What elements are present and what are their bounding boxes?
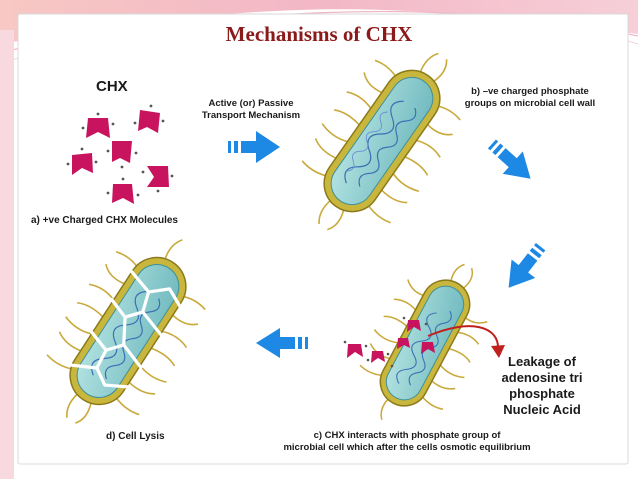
transport-label-line: Active (or) Passive — [208, 98, 294, 109]
step-b-label: b) –ve charged phosphate groups on micro… — [454, 86, 606, 110]
step-a-label: a) +ve Charged CHX Molecules — [31, 215, 178, 226]
step-b-label-line: groups on microbial cell wall — [464, 98, 596, 109]
transport-label: Active (or) Passive Transport Mechanism — [196, 98, 306, 122]
arrow-left-icon — [256, 328, 308, 358]
step-c-label-line: c) CHX interacts with phosphate group of — [313, 430, 501, 441]
transport-label-line: Transport Mechanism — [201, 110, 301, 121]
chx-molecule-icon — [66, 147, 98, 175]
left-edge-strip — [0, 30, 14, 479]
bacterium-cell-icon — [301, 52, 461, 231]
step-b-label-line: b) –ve charged phosphate — [471, 86, 589, 97]
top-decorative-band — [0, 0, 638, 44]
chx-binding-molecules — [343, 316, 435, 368]
leakage-arrow — [427, 325, 500, 351]
slide-title: Mechanisms of CHX — [225, 22, 413, 46]
chx-molecule-icon — [133, 104, 165, 133]
leakage-label-line: phosphate — [509, 386, 575, 401]
leakage-arrowhead — [491, 345, 505, 358]
chx-molecule-icon — [141, 166, 174, 193]
process-arrows — [228, 131, 546, 358]
leakage-label-line: Leakage of — [508, 354, 576, 369]
arrow-right-icon — [228, 131, 280, 163]
chx-molecule-icon — [106, 141, 138, 169]
leakage-label-line: adenosine tri — [501, 370, 583, 385]
chx-molecule-icon — [106, 177, 140, 204]
leakage-label: Leakage of adenosine tri phosphate Nucle… — [492, 354, 592, 418]
lysed-bacterium-icon — [46, 239, 206, 424]
content-card — [17, 13, 629, 465]
chx-molecule-icon — [81, 112, 115, 138]
step-c-label: c) CHX interacts with phosphate group of… — [262, 430, 552, 454]
step-d-label: d) Cell Lysis — [106, 431, 165, 442]
chx-molecules — [66, 104, 174, 204]
arrow-down-right-icon — [487, 139, 531, 179]
step-c-label-line: microbial cell which after the cells osm… — [283, 442, 531, 453]
leakage-label-line: Nucleic Acid — [503, 402, 581, 417]
chx-label: CHX — [96, 78, 128, 95]
arrow-down-left-icon — [508, 243, 546, 288]
